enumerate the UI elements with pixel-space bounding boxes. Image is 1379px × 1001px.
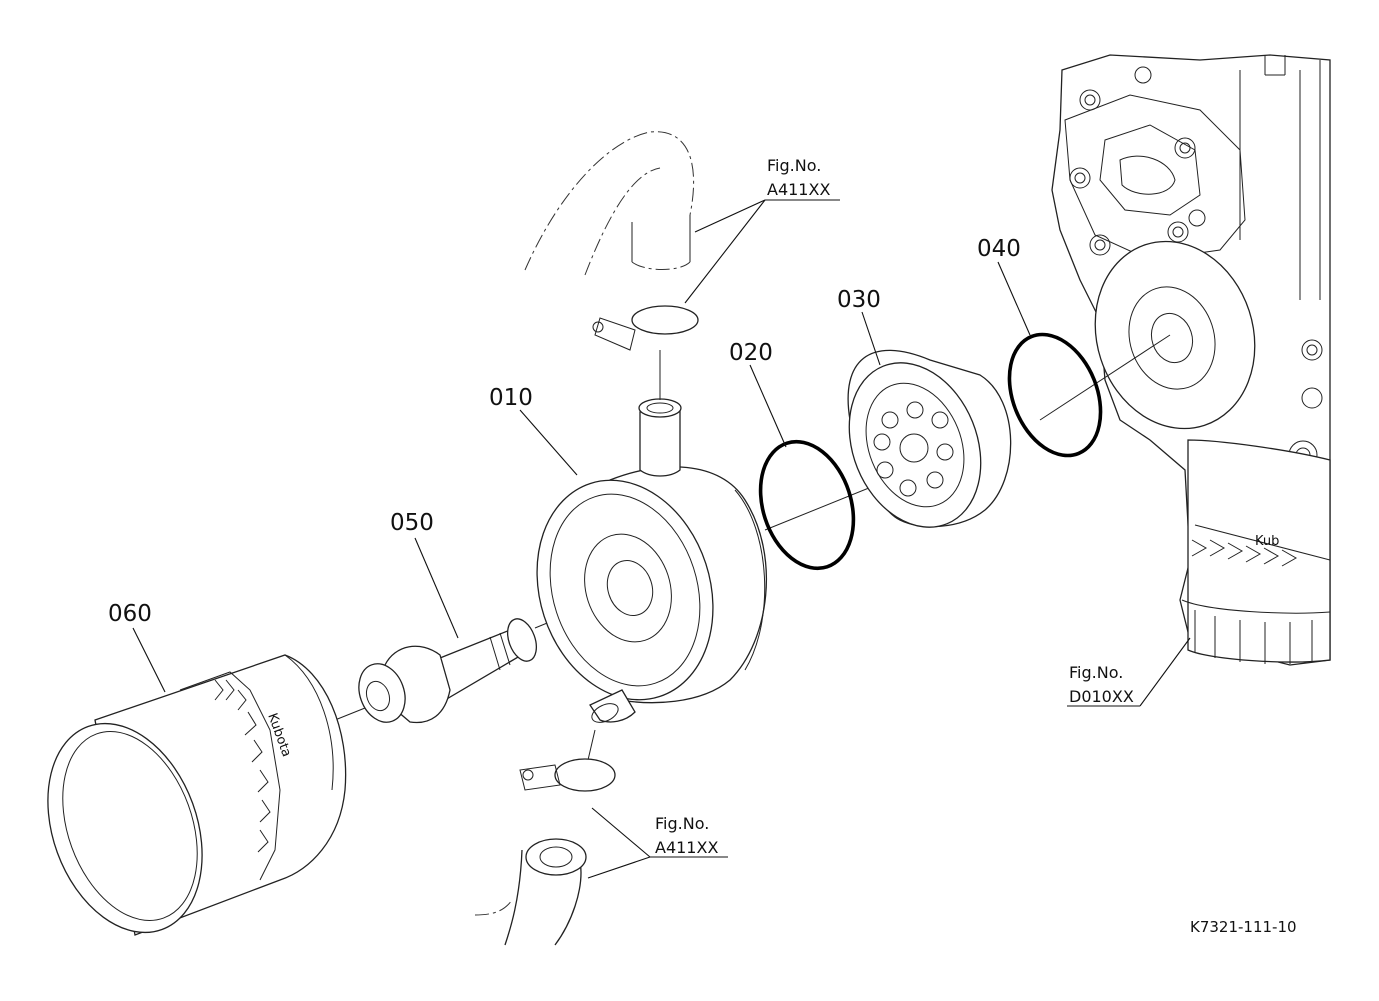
part-040-o-ring: [1007, 332, 1103, 458]
part-030-strainer: [847, 349, 1012, 528]
drawing-code: K7321-111-10: [1190, 918, 1297, 936]
fig-ref-top-line1: Fig.No.: [767, 156, 821, 175]
part-number-060: 060: [108, 601, 152, 627]
part-050-center-pipe: [358, 618, 537, 724]
engine-block: Kub: [1051, 54, 1331, 666]
fig-ref-engine-line2: D010XX: [1069, 687, 1134, 706]
engine-filter-brand-text: Kub: [1255, 534, 1279, 549]
part-number-030: 030: [837, 287, 881, 313]
part-060-oil-filter: Kubota: [47, 654, 347, 936]
part-020-o-ring: [758, 439, 856, 571]
leader-lines: [132, 199, 1191, 879]
lower-hose-and-clamp: [474, 729, 616, 946]
part-number-050: 050: [390, 510, 434, 536]
fig-ref-engine-line1: Fig.No.: [1069, 663, 1123, 682]
fig-ref-bottom-line1: Fig.No.: [655, 814, 709, 833]
fig-ref-bottom-line2: A411XX: [655, 838, 718, 857]
upper-hose-and-clamp: [524, 131, 699, 400]
part-010-oil-cooler: [536, 398, 768, 723]
part-number-010: 010: [489, 385, 533, 411]
part-number-040: 040: [977, 236, 1021, 262]
part-number-020: 020: [729, 340, 773, 366]
fig-ref-top-line2: A411XX: [767, 180, 830, 199]
